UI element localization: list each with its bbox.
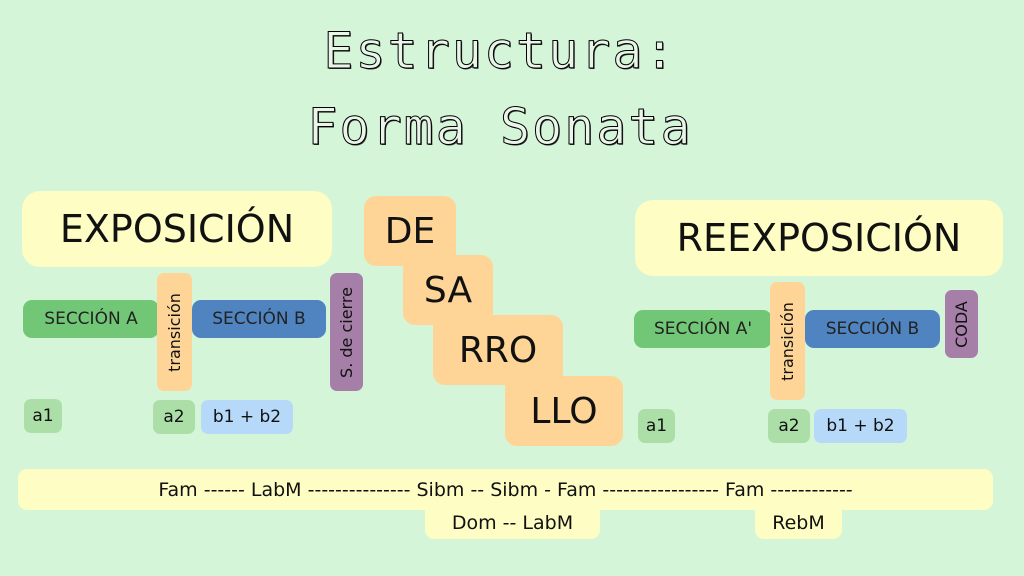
exposicion-seccion-a: SECCIÓN A [23, 300, 159, 338]
transicion-label: transición [165, 292, 184, 372]
desarrollo-de: DE [364, 196, 456, 266]
cierre-label: S. de cierre [337, 286, 356, 378]
exposicion-a2: a2 [153, 400, 195, 434]
exposicion-b: b1 + b2 [201, 400, 293, 434]
exposicion-seccion-b: SECCIÓN B [192, 300, 326, 338]
reexposicion-heading: REEXPOSICIÓN [635, 200, 1003, 276]
reexposicion-coda: CODA [945, 290, 978, 358]
tonalidades-line: Fam ------ LabM --------------- Sibm -- … [18, 469, 993, 510]
reexposicion-seccion-b: SECCIÓN B [805, 310, 940, 348]
transicion-label: transición [778, 301, 797, 381]
exposicion-transicion: transición [157, 273, 192, 391]
reexposicion-seccion-a: SECCIÓN A' [634, 310, 772, 348]
title-line-1: Estructura: [323, 22, 677, 81]
coda-label: CODA [952, 300, 971, 348]
reexposicion-a1: a1 [638, 409, 675, 443]
desarrollo-rro: RRO [433, 315, 563, 385]
reexposicion-b: b1 + b2 [814, 409, 907, 443]
reexposicion-transicion: transición [770, 282, 805, 400]
reexposicion-a2: a2 [768, 409, 810, 443]
exposicion-a1: a1 [24, 399, 62, 433]
exposicion-heading: EXPOSICIÓN [22, 191, 332, 267]
desarrollo-llo: LLO [505, 376, 623, 446]
exposicion-cierre: S. de cierre [330, 273, 363, 391]
title-line-2: Forma Sonata [307, 98, 693, 157]
desarrollo-sa: SA [403, 255, 493, 325]
